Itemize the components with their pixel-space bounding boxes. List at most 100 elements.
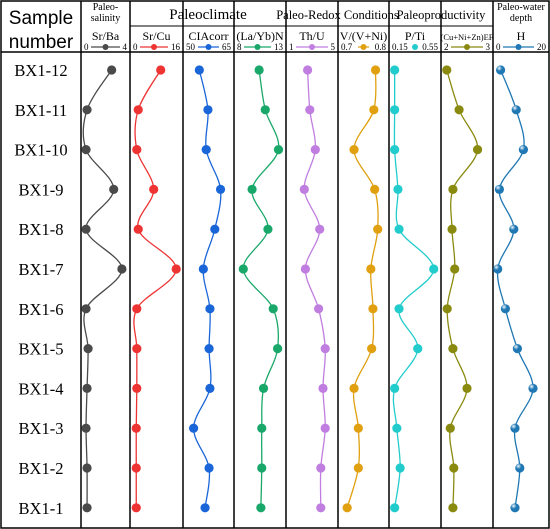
data-point-3-1 [260, 105, 270, 115]
legend-marker-1 [151, 44, 157, 50]
data-point-5-11 [342, 503, 352, 513]
data-point-2-4 [210, 224, 220, 234]
data-point-6-11 [390, 503, 400, 513]
data-point-3-3 [247, 184, 257, 194]
data-point-6-3 [393, 184, 403, 194]
data-point-5-4 [373, 224, 383, 234]
data-point-5-2 [349, 145, 359, 155]
series-name-2: CIAcorr [189, 29, 229, 43]
data-point-3-10 [257, 463, 267, 473]
legend-marker-2 [205, 44, 212, 50]
data-point-1-8 [132, 383, 142, 393]
data-point-3-5 [238, 264, 248, 274]
data-point-2-9 [188, 423, 199, 433]
series-name-6: P/Ti [405, 29, 426, 43]
data-point-4-7 [320, 344, 330, 354]
data-point-1-3 [149, 184, 159, 194]
series-line-3 [242, 69, 280, 508]
data-point-4-9 [320, 423, 330, 433]
data-point-2-0 [194, 65, 204, 75]
data-point-7-8 [462, 383, 472, 393]
data-point-highlight-4 [509, 224, 519, 234]
series-name-5: V/(V+Ni) [340, 29, 387, 43]
data-point-4-1 [305, 105, 315, 115]
data-point-2-6 [205, 304, 215, 314]
data-point-5-1 [369, 105, 379, 115]
data-point-6-2 [390, 145, 400, 155]
data-point-7-7 [448, 344, 458, 354]
data-point-highlight-8 [528, 383, 538, 393]
series-name-1: Sr/Cu [142, 29, 170, 43]
legend-marker-7 [464, 44, 470, 50]
data-point-6-8 [390, 383, 400, 393]
data-point-4-10 [316, 463, 326, 473]
sample-label: Sample [9, 8, 73, 29]
data-point-7-9 [445, 423, 455, 433]
range-min-4: 1 [289, 42, 294, 52]
legend-marker-6 [412, 44, 418, 50]
series-line-2 [192, 69, 222, 508]
data-point-6-9 [392, 423, 402, 433]
data-point-4-8 [318, 383, 328, 393]
sample-label-BX1-3: BX1-3 [19, 419, 64, 438]
data-point-highlight-1 [511, 105, 521, 115]
data-point-highlight-9 [510, 423, 520, 433]
data-point-1-7 [132, 344, 142, 354]
data-point-highlight-6 [500, 304, 510, 314]
data-point-1-6 [132, 304, 142, 314]
data-point-7-5 [450, 264, 460, 274]
range-min-3: 8 [237, 42, 242, 52]
series-name-3: (La/Yb)N [236, 29, 284, 43]
sample-label-BX1-9: BX1-9 [19, 180, 64, 199]
data-point-5-8 [349, 383, 359, 393]
data-point-1-10 [131, 463, 141, 473]
data-point-5-5 [366, 264, 376, 274]
data-point-6-1 [390, 105, 400, 115]
range-min-2: 50 [186, 42, 196, 52]
data-point-2-11 [200, 503, 210, 513]
data-point-7-2 [472, 145, 483, 155]
sample-label-BX1-11: BX1-11 [15, 101, 68, 120]
sample-label-BX1-7: BX1-7 [19, 260, 64, 279]
data-point-6-6 [394, 304, 404, 314]
data-point-0-6 [81, 304, 91, 314]
sample-label-BX1-5: BX1-5 [19, 340, 64, 359]
sample-label-BX1-1: BX1-1 [19, 499, 64, 518]
data-point-4-2 [310, 145, 320, 155]
data-point-5-7 [367, 344, 377, 354]
data-point-3-8 [258, 383, 269, 393]
data-point-0-9 [81, 423, 91, 433]
range-min-7: 2 [444, 42, 449, 52]
data-point-1-0 [156, 65, 166, 75]
data-point-1-4 [133, 224, 143, 234]
data-point-1-9 [131, 423, 141, 433]
range-max-6: 0.55 [422, 42, 438, 52]
series-name-7: (Cu+Ni+Zn)EF [440, 32, 493, 42]
series-line-6 [392, 70, 435, 508]
data-point-0-8 [82, 383, 92, 393]
data-point-highlight-2 [518, 145, 529, 155]
sample-label-BX1-4: BX1-4 [19, 379, 64, 398]
data-point-0-0 [107, 65, 117, 75]
legend-marker-0 [102, 44, 109, 50]
data-point-7-11 [448, 503, 458, 513]
range-min-1: 0 [133, 42, 138, 52]
data-point-7-0 [442, 65, 452, 75]
range-min-0: 0 [84, 42, 89, 52]
data-point-7-10 [449, 463, 459, 473]
range-max-2: 65 [222, 42, 232, 52]
series-line-8 [496, 69, 534, 508]
range-max-8: 20 [537, 42, 547, 52]
data-point-5-3 [370, 184, 380, 194]
data-point-2-2 [201, 145, 211, 155]
data-point-2-1 [203, 105, 213, 115]
range-max-4: 5 [331, 42, 336, 52]
data-point-highlight-7 [512, 344, 523, 354]
series-line-5 [346, 69, 379, 508]
